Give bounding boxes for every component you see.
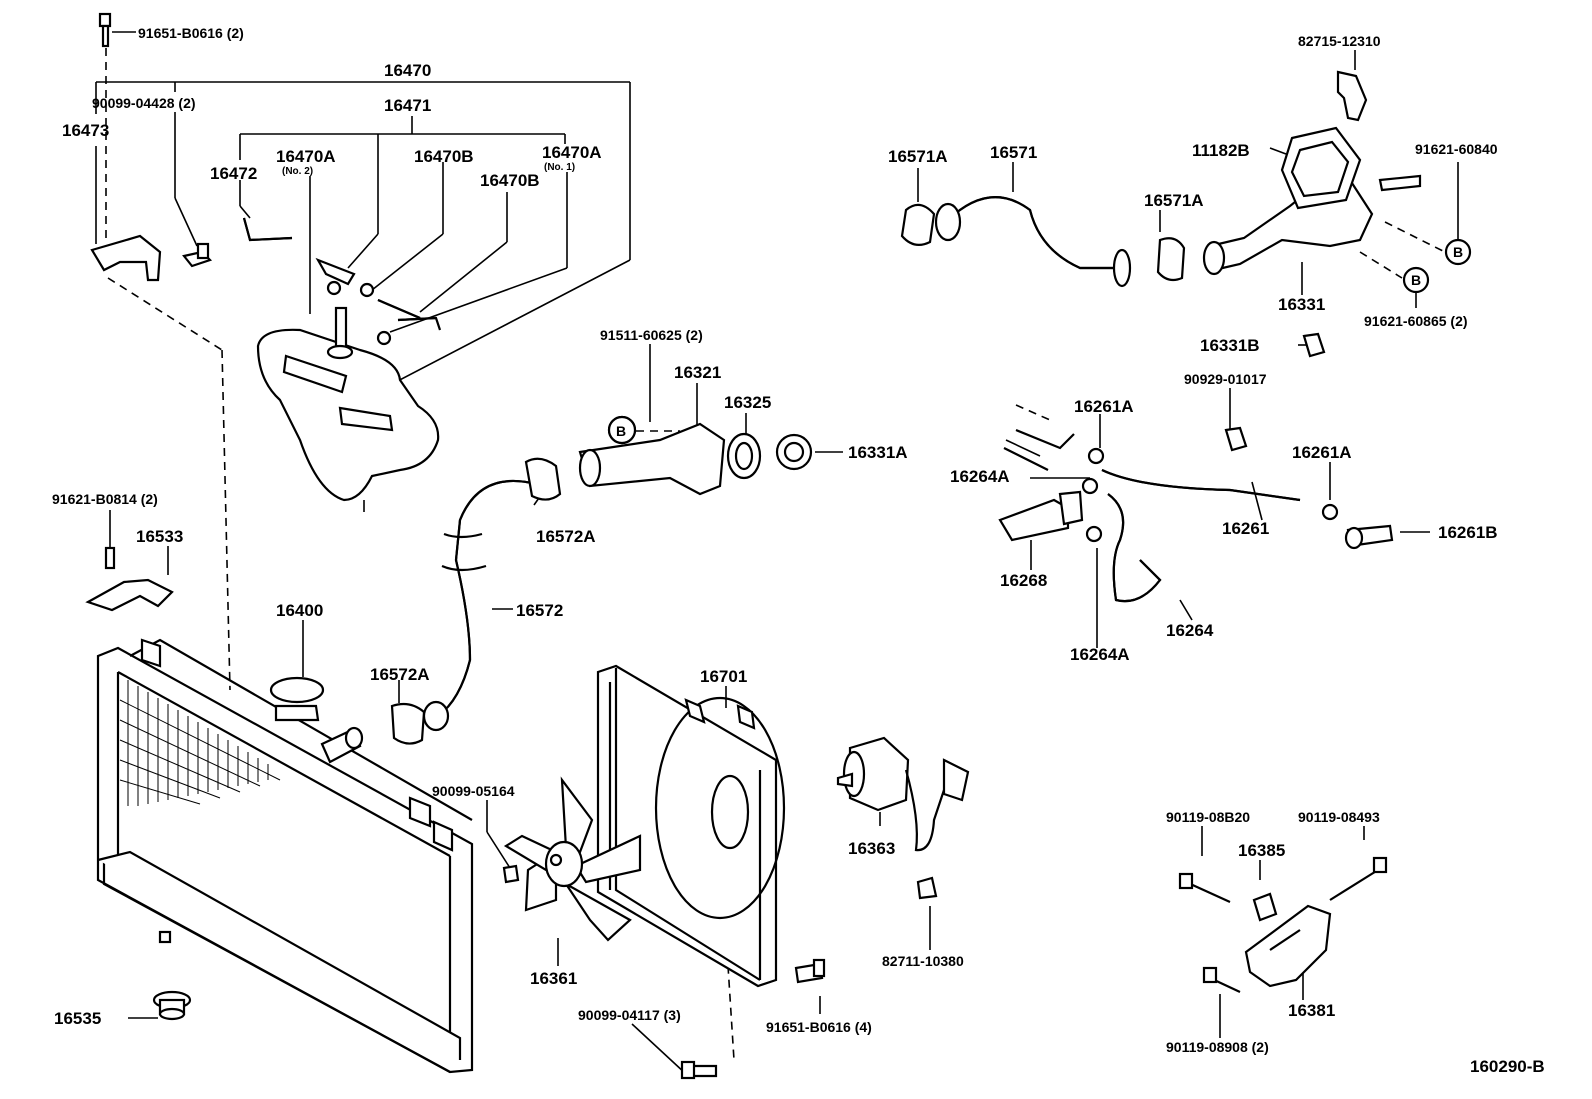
label-16261: 16261 bbox=[1222, 519, 1269, 538]
label-90099-05164: 90099-05164 bbox=[432, 783, 515, 799]
label-16331b: 16331B bbox=[1200, 336, 1260, 355]
label-16381: 16381 bbox=[1288, 1001, 1335, 1020]
svg-text:B: B bbox=[1411, 272, 1421, 288]
label-82711-10380: 82711-10380 bbox=[882, 953, 964, 969]
fan-16361 bbox=[503, 776, 642, 942]
label-16261a-right: 16261A bbox=[1292, 443, 1352, 462]
label-16363: 16363 bbox=[848, 839, 895, 858]
part-labels: 91651-B0616 (2) 16470 90099-04428 (2) 16… bbox=[52, 25, 1545, 1076]
drain-plug-16535 bbox=[152, 990, 192, 1021]
label-16571: 16571 bbox=[990, 143, 1037, 162]
label-16473: 16473 bbox=[62, 121, 109, 140]
leader-lines bbox=[95, 31, 1459, 1075]
label-16361: 16361 bbox=[530, 969, 577, 988]
radiator-fins bbox=[119, 680, 281, 806]
label-16264a-bottom: 16264A bbox=[1070, 645, 1130, 664]
part-drawings bbox=[85, 12, 1422, 1080]
label-16261a-top: 16261A bbox=[1074, 397, 1134, 416]
label-82715-12310: 82715-12310 bbox=[1298, 33, 1381, 49]
label-16325: 16325 bbox=[724, 393, 771, 412]
motor-16363 bbox=[836, 736, 970, 852]
label-16572a-top: 16572A bbox=[536, 527, 596, 546]
label-16470a-no2-note: (No. 2) bbox=[282, 166, 313, 177]
label-16470: 16470 bbox=[384, 61, 431, 80]
label-90119-08493: 90119-08493 bbox=[1298, 809, 1380, 825]
label-16264: 16264 bbox=[1166, 621, 1214, 640]
label-16400: 16400 bbox=[276, 601, 323, 620]
label-16572a-bottom: 16572A bbox=[370, 665, 430, 684]
svg-text:B: B bbox=[1453, 244, 1463, 260]
label-16268: 16268 bbox=[1000, 571, 1047, 590]
label-16701: 16701 bbox=[700, 667, 747, 686]
label-91621-60840: 91621-60840 bbox=[1415, 141, 1498, 157]
label-91511-60625: 91511-60625 (2) bbox=[600, 327, 703, 343]
label-91621-b0814: 91621-B0814 (2) bbox=[52, 491, 158, 507]
label-16470a-no1-note: (No. 1) bbox=[544, 162, 575, 173]
label-90929-01017: 90929-01017 bbox=[1184, 371, 1267, 387]
label-16331a: 16331A bbox=[848, 443, 908, 462]
label-16535: 16535 bbox=[54, 1009, 101, 1028]
label-16470a-no1: 16470A bbox=[542, 143, 602, 162]
label-16533: 16533 bbox=[136, 527, 183, 546]
reference-markers: B B B bbox=[607, 238, 1472, 445]
radiator-16400 bbox=[96, 638, 474, 1074]
label-90119-08908: 90119-08908 (2) bbox=[1166, 1039, 1269, 1055]
label-16321: 16321 bbox=[674, 363, 721, 382]
label-16472: 16472 bbox=[210, 164, 257, 183]
label-90099-04117: 90099-04117 (3) bbox=[578, 1007, 681, 1023]
label-16470b-a: 16470B bbox=[414, 147, 474, 166]
ref-b-circle-upper-right: B bbox=[1444, 238, 1472, 266]
label-91651-b0616-bottom: 91651-B0616 (4) bbox=[766, 1019, 872, 1035]
ref-b-circle-middle: B bbox=[607, 415, 637, 445]
label-16331: 16331 bbox=[1278, 295, 1325, 314]
label-16471: 16471 bbox=[384, 96, 431, 115]
label-16572: 16572 bbox=[516, 601, 563, 620]
label-90099-04428: 90099-04428 (2) bbox=[92, 95, 196, 111]
fan-shroud-16701 bbox=[596, 664, 786, 988]
label-90119-08b20: 90119-08B20 bbox=[1166, 809, 1250, 825]
label-16470b-b: 16470B bbox=[480, 171, 540, 190]
bolt-91651-top bbox=[98, 12, 112, 48]
label-16264a-left: 16264A bbox=[950, 467, 1010, 486]
label-16261b: 16261B bbox=[1438, 523, 1498, 542]
label-16571a-left: 16571A bbox=[888, 147, 948, 166]
label-16571a-right: 16571A bbox=[1144, 191, 1204, 210]
label-16470a-no2: 16470A bbox=[276, 147, 336, 166]
label-91651-b0616-top: 91651-B0616 (2) bbox=[138, 25, 244, 41]
svg-text:B: B bbox=[616, 423, 626, 439]
ref-b-circle-lower-right: B bbox=[1402, 266, 1430, 294]
label-91621-60865: 91621-60865 (2) bbox=[1364, 313, 1468, 329]
label-diagram-code: 160290-B bbox=[1470, 1057, 1545, 1076]
label-11182b: 11182B bbox=[1192, 141, 1250, 160]
label-16385: 16385 bbox=[1238, 841, 1285, 860]
